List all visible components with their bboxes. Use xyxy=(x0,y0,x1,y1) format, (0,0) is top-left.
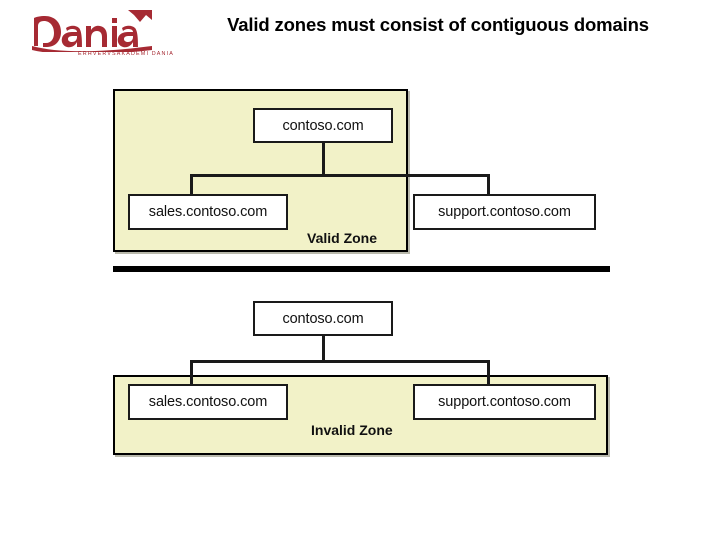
node-support-contoso-com-invalid[interactable]: support.contoso.com xyxy=(413,384,596,420)
connector-support-down-invalid xyxy=(487,360,490,390)
node-contoso-com-invalid[interactable]: contoso.com xyxy=(253,301,393,336)
connector-bus-valid xyxy=(190,174,490,177)
logo-subtext: ERHVERVSAKADEMI DANIA xyxy=(78,51,174,57)
connector-bus-invalid xyxy=(190,360,490,363)
dania-logo: ERHVERVSAKADEMI DANIA xyxy=(28,6,173,58)
connector-root-down-invalid xyxy=(322,335,325,363)
zone-diagrams-figure: Valid Zone contoso.com sales.contoso.com… xyxy=(0,72,720,540)
connector-sales-down-invalid xyxy=(190,360,193,390)
node-sales-contoso-com-valid[interactable]: sales.contoso.com xyxy=(128,194,288,230)
connector-sales-down-valid xyxy=(190,174,193,207)
page-title: Valid zones must consist of contiguous d… xyxy=(227,14,649,35)
node-contoso-com-valid[interactable]: contoso.com xyxy=(253,108,393,143)
invalid-zone-label: Invalid Zone xyxy=(311,422,393,438)
slide-header: ERHVERVSAKADEMI DANIA Valid zones must c… xyxy=(0,0,720,72)
node-support-contoso-com-valid[interactable]: support.contoso.com xyxy=(413,194,596,230)
node-sales-contoso-com-invalid[interactable]: sales.contoso.com xyxy=(128,384,288,420)
connector-root-down-valid xyxy=(322,141,325,177)
section-divider xyxy=(113,266,610,272)
valid-zone-label: Valid Zone xyxy=(307,230,378,246)
connector-support-down-valid xyxy=(487,174,490,207)
